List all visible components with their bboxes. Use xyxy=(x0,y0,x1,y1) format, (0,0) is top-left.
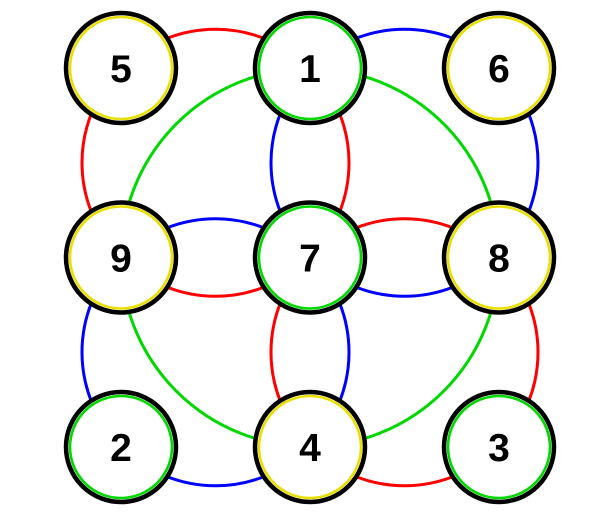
node-1[interactable]: 1 xyxy=(252,10,368,126)
node-8[interactable]: 8 xyxy=(441,200,557,315)
node-3[interactable]: 3 xyxy=(441,389,557,505)
node-4-outer-circle[interactable] xyxy=(252,389,368,505)
node-5[interactable]: 5 xyxy=(63,10,179,126)
node-9-label: 9 xyxy=(110,238,132,281)
node-6-label: 6 xyxy=(488,48,510,91)
node-4-inner-ring xyxy=(257,394,363,500)
node-9-outer-circle[interactable] xyxy=(63,200,179,315)
node-3-outer-circle[interactable] xyxy=(441,389,557,505)
node-1-inner-ring xyxy=(257,15,363,121)
node-1-label: 1 xyxy=(299,48,321,91)
node-8-outer-circle[interactable] xyxy=(441,200,557,315)
node-6-inner-ring xyxy=(446,15,552,121)
node-3-label: 3 xyxy=(488,427,510,470)
node-2-inner-ring xyxy=(68,394,174,500)
node-7-outer-circle[interactable] xyxy=(252,200,368,315)
node-4[interactable]: 4 xyxy=(252,389,368,505)
node-9[interactable]: 9 xyxy=(63,200,179,315)
node-7-inner-ring xyxy=(257,205,363,310)
node-3-inner-ring xyxy=(446,394,552,500)
node-7-label: 7 xyxy=(299,238,321,281)
node-6-outer-circle[interactable] xyxy=(441,10,557,126)
node-5-outer-circle[interactable] xyxy=(63,10,179,126)
node-5-label: 5 xyxy=(110,48,132,91)
node-5-inner-ring xyxy=(68,15,174,121)
node-1-outer-circle[interactable] xyxy=(252,10,368,126)
node-7[interactable]: 7 xyxy=(252,200,368,315)
red-top-left-circle xyxy=(80,27,351,298)
blue-top-right-circle xyxy=(269,27,540,298)
node-2-label: 2 xyxy=(110,427,132,470)
node-2[interactable]: 2 xyxy=(63,389,179,505)
blue-bottom-left-circle xyxy=(80,217,351,488)
node-4-label: 4 xyxy=(299,427,321,470)
node-6[interactable]: 6 xyxy=(441,10,557,126)
node-2-outer-circle[interactable] xyxy=(63,389,179,505)
red-bottom-right-circle xyxy=(269,217,540,488)
node-9-inner-ring xyxy=(68,205,174,310)
node-8-inner-ring xyxy=(446,205,552,310)
node-8-label: 8 xyxy=(488,238,510,281)
